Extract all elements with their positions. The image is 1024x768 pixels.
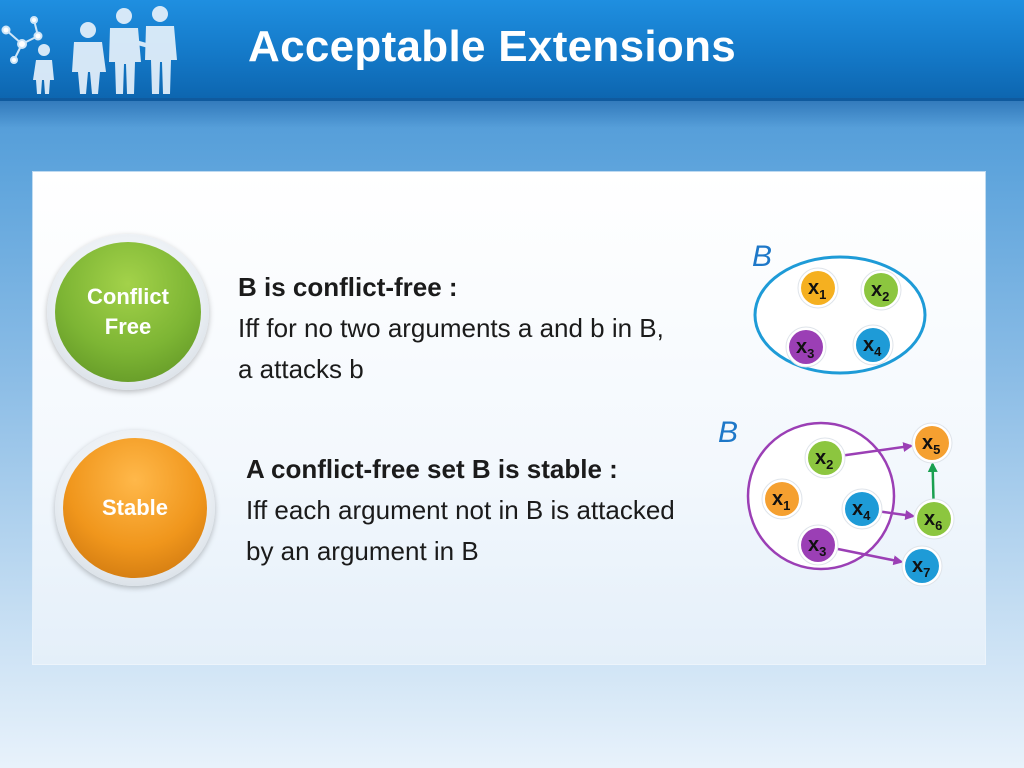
bottom-node-x7-circle bbox=[905, 549, 939, 583]
conflict-free-body: Iff for no two arguments a and b in B, a… bbox=[238, 313, 664, 384]
bottom-node-x5: x5 bbox=[911, 422, 953, 464]
top-node-x2-label: x2 bbox=[871, 279, 889, 304]
bottom-node-x7-label: x7 bbox=[912, 555, 930, 580]
bottom-node-x4: x4 bbox=[841, 488, 883, 530]
bottom-set-boundary bbox=[746, 421, 896, 571]
top-set-boundary bbox=[753, 255, 927, 375]
bottom-node-x3-label: x3 bbox=[808, 534, 826, 559]
top-node-x4-label: x4 bbox=[863, 334, 882, 359]
bottom-set-label: B bbox=[718, 416, 738, 449]
top-node-x1: x1 bbox=[797, 267, 839, 309]
stable-badge-label: Stable bbox=[63, 438, 207, 578]
header-shadow bbox=[0, 98, 1024, 128]
business-people-logo-icon bbox=[1, 6, 177, 94]
bottom-node-x5-label: x5 bbox=[922, 432, 940, 457]
conflict-free-badge: Conflict Free bbox=[47, 234, 209, 390]
top-node-x2-circle bbox=[864, 273, 898, 307]
bottom-node-x2: x2 bbox=[804, 437, 846, 479]
conflict-free-heading: B is conflict-free : bbox=[238, 272, 458, 302]
top-node-x3: x3 bbox=[785, 326, 827, 368]
bottom-node-x7: x7 bbox=[901, 545, 943, 587]
bottom-node-x4-circle bbox=[845, 492, 879, 526]
stable-badge: Stable bbox=[55, 430, 215, 586]
stable-body: Iff each argument not in B is attacked b… bbox=[246, 495, 675, 566]
top-node-x3-label: x3 bbox=[796, 336, 814, 361]
bottom-node-x6-circle bbox=[917, 502, 951, 536]
stable-heading: A conflict-free set B is stable : bbox=[246, 454, 618, 484]
bottom-node-x1-label: x1 bbox=[772, 488, 790, 513]
bottom-node-x2-circle bbox=[808, 441, 842, 475]
bottom-node-x3: x3 bbox=[797, 524, 839, 566]
bottom-node-x3-circle bbox=[801, 528, 835, 562]
top-set-label: B bbox=[752, 240, 772, 273]
attack-edge-x4-x6 bbox=[880, 510, 916, 520]
attack-edge-x6-x5 bbox=[927, 461, 938, 501]
top-node-x4: x4 bbox=[852, 324, 894, 366]
bottom-node-x6: x6 bbox=[913, 498, 955, 540]
conflict-free-definition: B is conflict-free : Iff for no two argu… bbox=[238, 267, 678, 390]
bottom-node-x6-label: x6 bbox=[924, 508, 942, 533]
top-node-x4-circle bbox=[856, 328, 890, 362]
attack-edge-x2-x5 bbox=[843, 442, 914, 457]
top-node-x1-circle bbox=[801, 271, 835, 305]
bottom-node-x1-circle bbox=[765, 482, 799, 516]
slide-title: Acceptable Extensions bbox=[248, 22, 737, 71]
content-panel bbox=[33, 172, 985, 664]
stable-badge-text: Stable bbox=[101, 495, 169, 520]
top-node-x2: x2 bbox=[860, 269, 902, 311]
conflict-free-badge-label: Conflict Free bbox=[55, 242, 201, 382]
top-node-x1-label: x1 bbox=[808, 277, 826, 302]
conflict-free-badge-text: Conflict Free bbox=[87, 284, 169, 339]
top-node-x3-circle bbox=[789, 330, 823, 364]
bottom-node-x5-circle bbox=[915, 426, 949, 460]
bottom-node-x4-label: x4 bbox=[852, 498, 871, 523]
bottom-node-x1: x1 bbox=[761, 478, 803, 520]
attack-edge-x3-x7 bbox=[836, 547, 904, 566]
stable-definition: A conflict-free set B is stable : Iff ea… bbox=[246, 449, 686, 572]
bottom-node-x2-label: x2 bbox=[815, 447, 833, 472]
